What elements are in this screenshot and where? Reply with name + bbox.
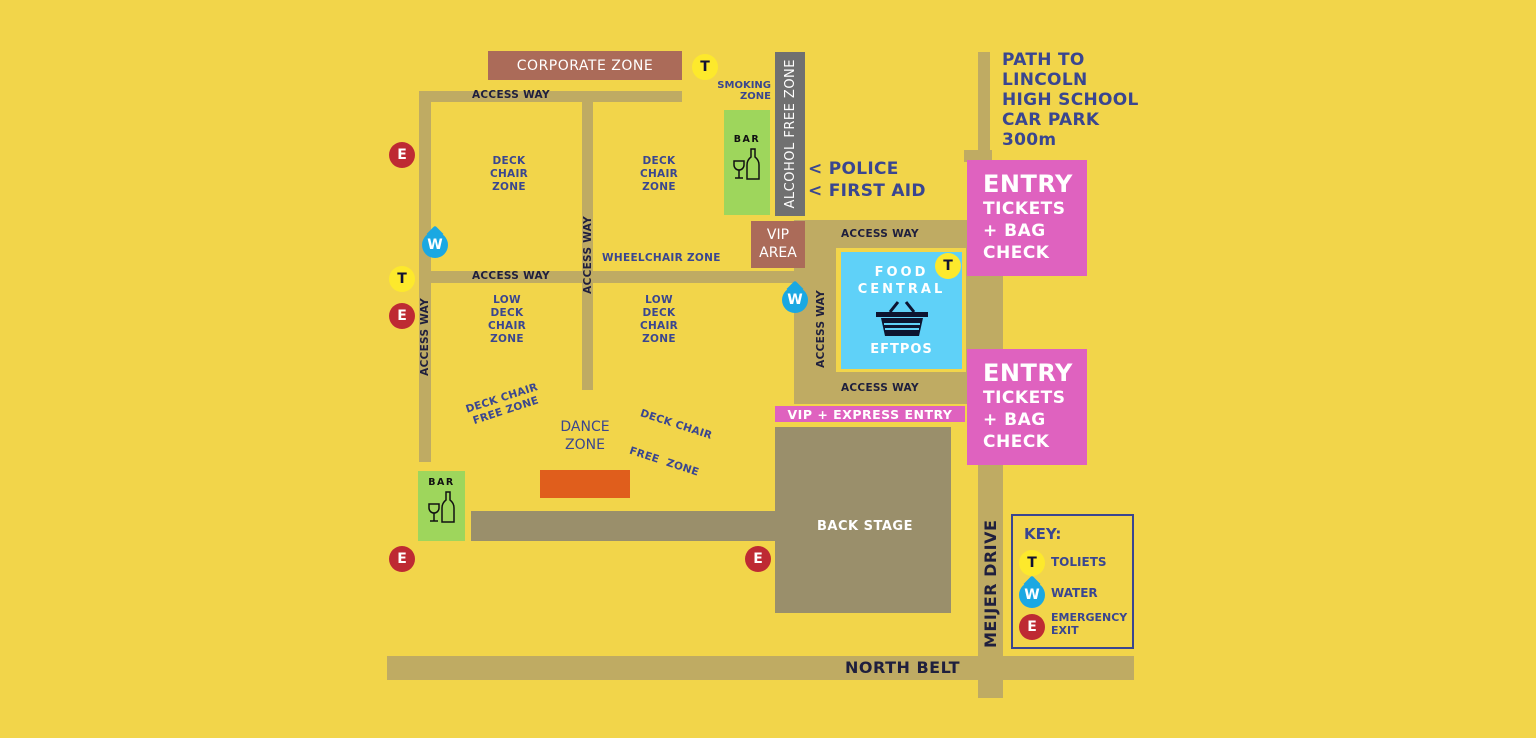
police-label[interactable]: < POLICE: [808, 159, 899, 179]
alcohol-free-zone: ALCOHOL FREE ZONE: [775, 52, 805, 216]
deck-chair-zone-1: DECK CHAIR ZONE: [489, 155, 529, 193]
access-way-center-path: [582, 100, 593, 390]
emergency-exit-icon[interactable]: E: [389, 303, 415, 329]
key-toilet-icon: T: [1019, 550, 1045, 576]
eftpos-label: EFTPOS: [870, 342, 933, 357]
access-way-center-label: ACCESS WAY: [582, 216, 594, 294]
emergency-exit-icon[interactable]: E: [389, 142, 415, 168]
toilet-icon[interactable]: T: [692, 54, 718, 80]
key-emergency-label: EMERGENCY EXIT: [1051, 611, 1128, 637]
access-way-middle-path: [419, 271, 811, 283]
key-water-label: WATER: [1051, 586, 1098, 600]
wine-bottle-icon: [427, 491, 455, 523]
stage: [540, 470, 630, 498]
key-water-icon: W: [1019, 575, 1045, 608]
access-way-left-label: ACCESS WAY: [419, 298, 431, 376]
emergency-exit-icon[interactable]: E: [745, 546, 771, 572]
toilet-icon[interactable]: T: [935, 253, 961, 279]
water-icon[interactable]: W: [782, 280, 808, 313]
wine-bottle-icon: [733, 148, 760, 180]
access-way-top-path: [419, 91, 682, 102]
north-belt-road: [387, 656, 1134, 680]
alcohol-free-zone-label: ALCOHOL FREE ZONE: [782, 59, 798, 209]
north-belt-label: NORTH BELT: [845, 658, 961, 677]
entry-1[interactable]: ENTRY TICKETS + BAG CHECK: [967, 160, 1087, 276]
back-stage-label: BACK STAGE: [817, 519, 913, 534]
access-way-food-bottom-label: ACCESS WAY: [841, 382, 919, 394]
access-way-middle-label: ACCESS WAY: [472, 270, 550, 282]
first-aid-label[interactable]: < FIRST AID: [808, 181, 926, 201]
toilet-icon[interactable]: T: [389, 266, 415, 292]
key-toilet-label: TOLIETS: [1051, 555, 1107, 569]
deck-chair-zone-2: DECK CHAIR ZONE: [639, 155, 679, 193]
access-way-food-left-label: ACCESS WAY: [815, 290, 827, 368]
meijer-drive-label: MEIJER DRIVE: [981, 519, 1000, 648]
access-way-food-top-label: ACCESS WAY: [841, 228, 919, 240]
meijer-drive-road: [978, 276, 1003, 698]
corporate-zone-label: CORPORATE ZONE: [516, 57, 654, 74]
low-deck-chair-zone-1: LOW DECK CHAIR ZONE: [487, 294, 527, 345]
access-way-top-label: ACCESS WAY: [472, 89, 550, 101]
bar-bottom-label: BAR: [428, 477, 455, 488]
bar-bottom: BAR: [418, 471, 465, 541]
corporate-zone: CORPORATE ZONE: [488, 51, 682, 80]
water-icon[interactable]: W: [422, 225, 448, 258]
map-key: KEY: T TOLIETS W WATER E EMERGENCY EXIT: [1011, 514, 1134, 649]
path-to-car-park: [978, 52, 990, 162]
deck-chair-free-zone-2: DECK CHAIR FREE ZONE: [627, 407, 714, 479]
emergency-exit-icon[interactable]: E: [389, 546, 415, 572]
key-emergency-icon: E: [1019, 614, 1045, 640]
bar-top-label: BAR: [733, 134, 761, 145]
path-connector: [964, 150, 992, 162]
deck-chair-free-zone-1: DECK CHAIR FREE ZONE: [464, 381, 541, 427]
low-deck-chair-zone-2: LOW DECK CHAIR ZONE: [639, 294, 679, 345]
smoking-zone-label: SMOKING ZONE: [717, 80, 771, 102]
vip-area: VIP AREA: [751, 221, 805, 268]
vip-express-entry[interactable]: VIP + EXPRESS ENTRY: [775, 406, 965, 422]
bar-top: BAR: [724, 110, 770, 215]
key-title: KEY:: [1024, 525, 1062, 543]
vip-express-entry-label: VIP + EXPRESS ENTRY: [787, 406, 953, 422]
shopping-basket-icon: [875, 301, 928, 336]
wheelchair-zone-label: WHEELCHAIR ZONE: [602, 252, 721, 264]
back-stage-area: [775, 427, 951, 613]
entry-2[interactable]: ENTRY TICKETS + BAG CHECK: [967, 349, 1087, 465]
dance-zone-label: DANCE ZONE: [560, 419, 610, 453]
stage-connector: [471, 511, 781, 541]
path-to-car-park-label: PATH TO LINCOLN HIGH SCHOOL CAR PARK 300…: [1002, 50, 1139, 150]
